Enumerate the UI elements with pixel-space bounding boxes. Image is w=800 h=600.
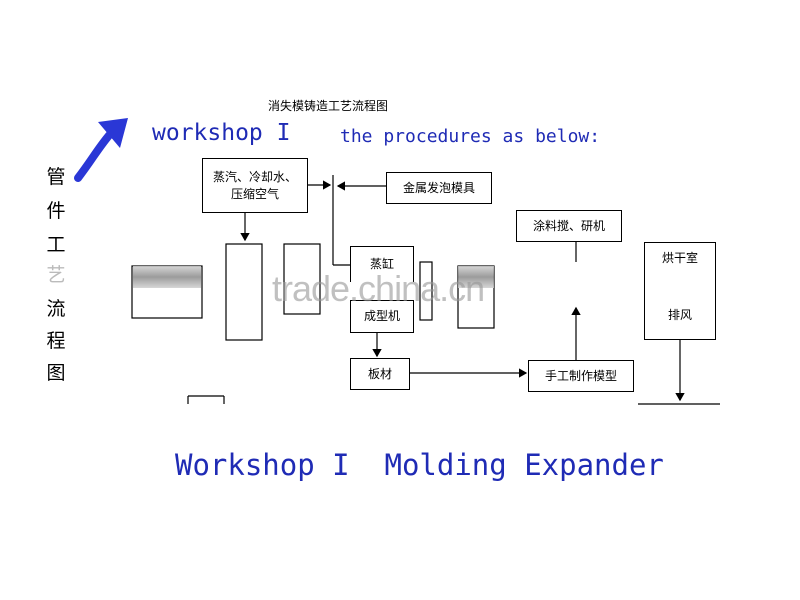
vertical-char-6: 程 <box>46 330 66 352</box>
blur-band-left <box>133 266 201 288</box>
watermark: trade.china.cn <box>272 268 485 309</box>
procedures-subheading: the procedures as below: <box>340 126 601 147</box>
vertical-char-5: 流 <box>46 298 66 320</box>
vertical-char-2: 件 <box>46 200 66 222</box>
box-handmade-model: 手工制作模型 <box>528 360 634 392</box>
box-drying-room: 烘干室 <box>644 242 716 274</box>
vertical-char-7: 图 <box>46 362 66 384</box>
caption: Workshop I Molding Expander <box>175 448 664 482</box>
box-steam-cylinder: 蒸缸 <box>350 246 414 282</box>
box-molding-machine: 成型机 <box>350 300 414 333</box>
box-exhaust: 排风 <box>644 274 716 340</box>
blue-arrowhead-icon <box>98 118 128 148</box>
vertical-char-4: 艺 <box>46 264 66 286</box>
vertical-char-3: 工 <box>46 234 66 256</box>
workshop-heading: workshop I <box>152 120 291 146</box>
blur-band-mid <box>458 266 494 288</box>
box-board-material: 板材 <box>350 358 410 390</box>
box-steam-water-air: 蒸汽、冷却水、 压缩空气 <box>202 158 308 213</box>
document-title: 消失模铸造工艺流程图 <box>268 99 389 113</box>
vertical-char-1: 管 <box>46 166 66 188</box>
box-coating-mixer: 涂料搅、研机 <box>516 210 622 242</box>
box-metal-foam-mold: 金属发泡模具 <box>386 172 492 204</box>
blue-swoosh-arrow-icon <box>74 128 116 182</box>
